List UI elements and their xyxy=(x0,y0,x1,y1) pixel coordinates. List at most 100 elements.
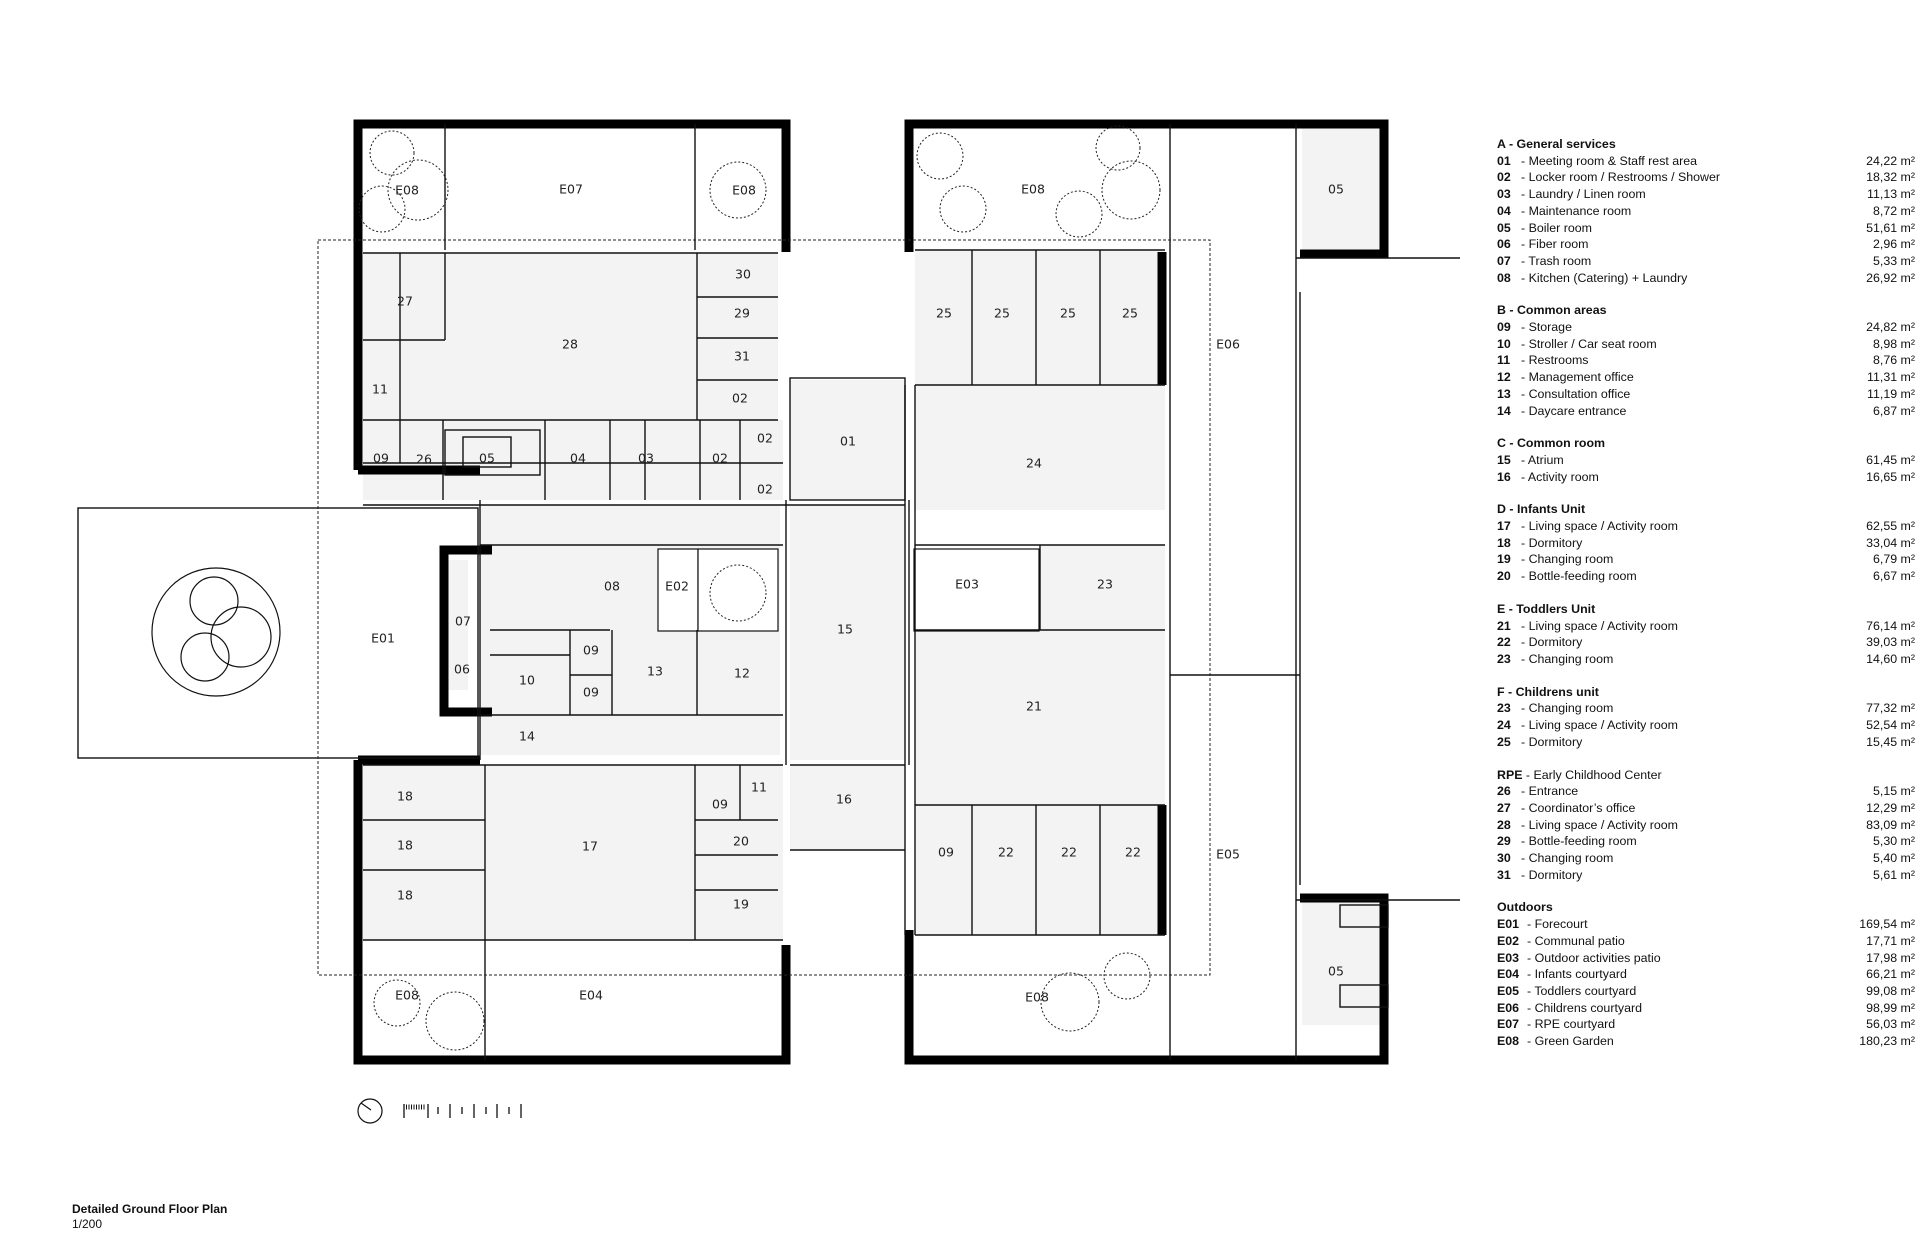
room-label: 21 xyxy=(1026,699,1042,714)
room-label: 09 xyxy=(373,451,389,466)
room-label: 09 xyxy=(583,643,599,658)
room-code: 20 xyxy=(1497,569,1511,584)
forecourt-tree xyxy=(151,567,281,697)
room-name: - Consultation office xyxy=(1521,386,1631,401)
room-name: - Meeting room & Staff rest area xyxy=(1521,153,1698,168)
room-name: - Living space / Activity room xyxy=(1521,519,1679,534)
room-label: 22 xyxy=(998,845,1014,860)
room-label: 25 xyxy=(994,306,1010,321)
room-code: 11 xyxy=(1497,353,1511,368)
room-label: 11 xyxy=(372,382,388,397)
room-name: - Restrooms xyxy=(1521,353,1589,368)
room-code: 08 xyxy=(1497,270,1511,285)
legend-group-heading: D - Infants Unit xyxy=(1497,502,1586,517)
room-label: 09 xyxy=(712,797,728,812)
room-label: 09 xyxy=(938,845,954,860)
room-name: - Dormitory xyxy=(1521,734,1583,749)
room-area: 5,15 m² xyxy=(1872,784,1915,799)
room-code: 10 xyxy=(1497,336,1511,351)
room-area: 62,55 m² xyxy=(1866,519,1915,534)
room-label: 17 xyxy=(582,839,598,854)
room-label: 22 xyxy=(1125,845,1141,860)
room-name: - Locker room / Restrooms / Shower xyxy=(1521,170,1721,185)
room-code: E02 xyxy=(1497,933,1520,948)
room-code: E03 xyxy=(1497,950,1520,965)
room-name: - Green Garden xyxy=(1527,1034,1614,1049)
room-label: 20 xyxy=(733,834,749,849)
room-label: 26 xyxy=(416,452,432,467)
room-name: - Living space / Activity room xyxy=(1521,718,1679,733)
room-label: 30 xyxy=(735,267,751,282)
room-name: - Living space / Activity room xyxy=(1521,817,1679,832)
interior-fill xyxy=(363,125,1380,1025)
room-label: 06 xyxy=(454,662,470,677)
room-area: 6,87 m² xyxy=(1872,403,1915,418)
room-name: - Outdoor activities patio xyxy=(1527,950,1661,965)
room-code: 18 xyxy=(1497,535,1511,550)
room-name: - Management office xyxy=(1521,370,1634,385)
room-code: 26 xyxy=(1497,784,1511,799)
room-code: 30 xyxy=(1497,851,1511,866)
room-area: 8,76 m² xyxy=(1872,353,1915,368)
room-area: 76,14 m² xyxy=(1866,618,1915,633)
room-code: 17 xyxy=(1497,519,1511,534)
room-code: 04 xyxy=(1497,203,1511,218)
room-label: E03 xyxy=(955,577,979,592)
tree-canopies xyxy=(358,125,1161,1051)
room-area: 16,65 m² xyxy=(1866,469,1915,484)
room-label: E04 xyxy=(579,988,603,1003)
room-area: 66,21 m² xyxy=(1866,967,1915,982)
room-area: 6,67 m² xyxy=(1872,569,1915,584)
room-label: 01 xyxy=(840,434,856,449)
room-name: - Changing room xyxy=(1521,701,1614,716)
room-area: 98,99 m² xyxy=(1866,1000,1915,1015)
room-label: 22 xyxy=(1061,845,1077,860)
room-area: 5,33 m² xyxy=(1872,253,1915,268)
room-code: 14 xyxy=(1497,403,1511,418)
room-label: 18 xyxy=(397,789,413,804)
scale-bar xyxy=(403,1104,522,1118)
room-code: E04 xyxy=(1497,967,1520,982)
patios xyxy=(657,548,1040,632)
room-label: 27 xyxy=(397,294,413,309)
room-code: 28 xyxy=(1497,817,1511,832)
room-label: 16 xyxy=(836,792,852,807)
room-name: - Toddlers courtyard xyxy=(1527,983,1637,998)
room-name: - Boiler room xyxy=(1521,220,1592,235)
room-name: - Dormitory xyxy=(1521,635,1583,650)
room-code: E05 xyxy=(1497,983,1520,998)
room-code: 05 xyxy=(1497,220,1511,235)
room-area: 33,04 m² xyxy=(1866,535,1915,550)
room-name: - Dormitory xyxy=(1521,535,1583,550)
room-name: - Living space / Activity room xyxy=(1521,618,1679,633)
room-name: - Childrens courtyard xyxy=(1527,1000,1643,1015)
room-label: 25 xyxy=(1122,306,1138,321)
room-label: E08 xyxy=(395,988,419,1003)
room-area: 11,19 m² xyxy=(1867,386,1915,401)
room-label: 23 xyxy=(1097,577,1113,592)
room-label: 18 xyxy=(397,888,413,903)
room-code: 22 xyxy=(1497,635,1511,650)
room-area: 18,32 m² xyxy=(1866,170,1915,185)
legend-group-heading: Outdoors xyxy=(1497,900,1553,915)
room-name: - Daycare entrance xyxy=(1521,403,1627,418)
room-label: 13 xyxy=(647,664,663,679)
room-area: 26,92 m² xyxy=(1866,270,1915,285)
room-label: 24 xyxy=(1026,456,1042,471)
legend-group: D - Infants Unit 17 - Living space / Acti… xyxy=(1497,501,1915,585)
room-label: 12 xyxy=(734,666,750,681)
